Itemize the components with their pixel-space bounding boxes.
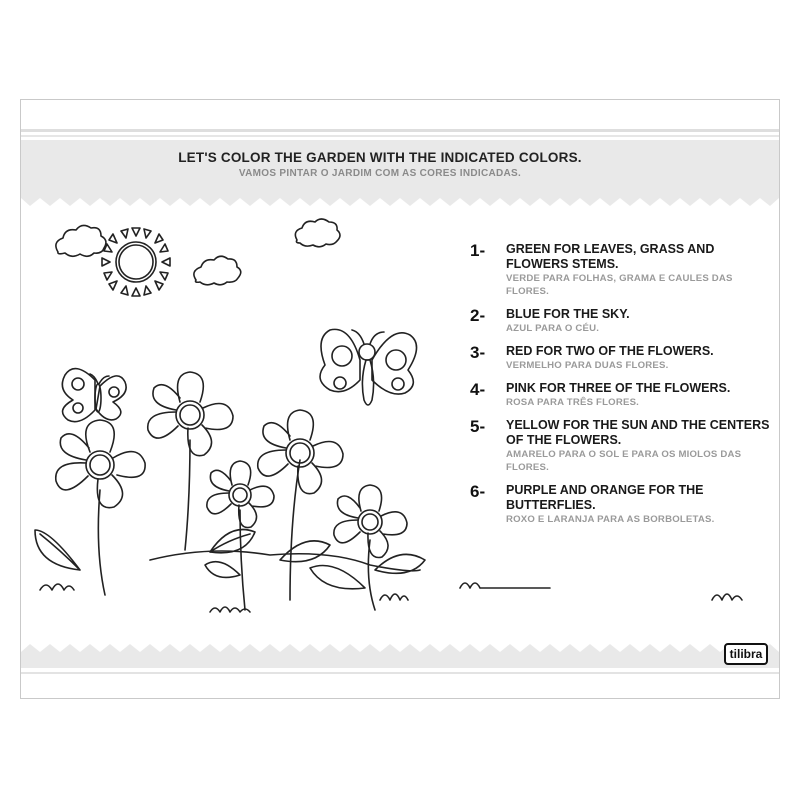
grass-icon	[379, 593, 409, 601]
instruction-english: PINK FOR THREE OF THE FLOWERS.	[506, 381, 731, 395]
leaf-icon	[204, 560, 241, 579]
leaf-icon	[309, 564, 366, 590]
instruction-portuguese: AZUL PARA O CÉU.	[506, 323, 600, 334]
instruction-portuguese: ROXO E LARANJA PARA AS BORBOLETAS.	[506, 514, 715, 525]
butterfly-icon	[61, 367, 127, 423]
page-title: LET'S COLOR THE GARDEN WITH THE INDICATE…	[178, 150, 582, 165]
instruction-english: GREEN FOR LEAVES, GRASS AND FLOWERS STEM…	[506, 242, 715, 271]
instruction-number: 6-	[470, 482, 486, 501]
butterfly-icon	[319, 328, 418, 406]
leaf-icon	[279, 540, 331, 563]
instruction-english: BLUE FOR THE SKY.	[506, 307, 630, 321]
instruction-number: 2-	[470, 306, 486, 325]
page-subtitle: VAMOS PINTAR O JARDIM COM AS CORES INDIC…	[238, 168, 522, 179]
instruction-item: 6- PURPLE AND ORANGE FOR THE BUTTERFLIES…	[470, 482, 770, 526]
cloud-icon	[55, 224, 107, 258]
sun-icon	[101, 227, 171, 297]
instruction-english: RED FOR TWO OF THE FLOWERS.	[506, 344, 714, 358]
leaf-icon	[34, 529, 81, 571]
brand-logo: tilibra	[724, 643, 768, 665]
header-band	[21, 140, 779, 206]
instruction-portuguese: VERMELHO PARA DUAS FLORES.	[506, 360, 669, 371]
instruction-english: YELLOW FOR THE SUN AND THE CENTERS OF TH…	[506, 418, 770, 447]
grass-icon	[711, 593, 743, 601]
grass-icon	[459, 582, 551, 589]
instruction-item: 5- YELLOW FOR THE SUN AND THE CENTERS OF…	[470, 417, 770, 474]
instruction-portuguese: AMARELO PARA O SOL E PARA OS MIOLOS DAS …	[506, 449, 742, 473]
flower-icon	[256, 409, 344, 495]
flower-icon	[333, 484, 408, 559]
flower-icon	[206, 460, 275, 529]
instruction-item: 4- PINK FOR THREE OF THE FLOWERS. ROSA P…	[470, 380, 770, 409]
instruction-item: 1- GREEN FOR LEAVES, GRASS AND FLOWERS S…	[470, 241, 770, 298]
instruction-item: 2- BLUE FOR THE SKY. AZUL PARA O CÉU.	[470, 306, 770, 335]
leaf-icon	[209, 528, 256, 554]
instruction-portuguese: ROSA PARA TRÊS FLORES.	[506, 397, 640, 408]
grass-icon	[39, 583, 75, 591]
instruction-portuguese: VERDE PARA FOLHAS, GRAMA E CAULES DAS FL…	[506, 273, 733, 297]
instruction-number: 5-	[470, 417, 486, 436]
cloud-icon	[294, 218, 341, 248]
grass-icon	[209, 606, 251, 613]
instruction-number: 1-	[470, 241, 486, 260]
footer-band	[21, 644, 779, 668]
instruction-english: PURPLE AND ORANGE FOR THE BUTTERFLIES.	[506, 483, 704, 512]
instruction-item: 3- RED FOR TWO OF THE FLOWERS. VERMELHO …	[470, 343, 770, 372]
cloud-icon	[193, 255, 242, 286]
grass-icon	[149, 550, 421, 572]
leaf-icon	[374, 553, 426, 575]
instruction-number: 4-	[470, 380, 486, 399]
instructions-list: 1- GREEN FOR LEAVES, GRASS AND FLOWERS S…	[470, 241, 770, 535]
instruction-number: 3-	[470, 343, 486, 362]
flower-icon	[55, 419, 146, 509]
flower-icon	[146, 371, 234, 457]
